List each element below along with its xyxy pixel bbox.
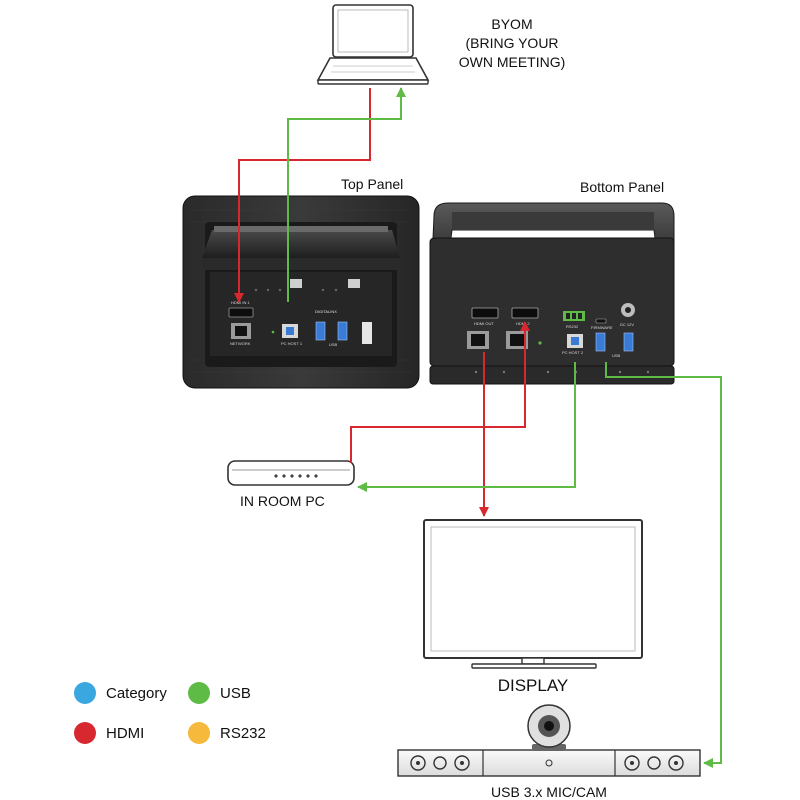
svg-text:HDMI 2: HDMI 2 xyxy=(516,321,530,326)
pc-host-2-port: PC HOST 2 xyxy=(562,334,584,355)
svg-text:NETWORK: NETWORK xyxy=(230,341,251,346)
svg-text:PC HOST 2: PC HOST 2 xyxy=(562,350,584,355)
svg-text:OWN MEETING): OWN MEETING) xyxy=(459,54,566,70)
legend-item-usb: USB xyxy=(188,682,251,704)
rs232-port: RS232 xyxy=(563,311,585,329)
top-panel: DIGITALINX HDMI IN 1 NETWORK PC HOST 1 U… xyxy=(182,195,420,389)
hdmi-line-laptop-to-top-panel xyxy=(234,88,371,303)
display-icon xyxy=(423,519,643,669)
bottom-panel-label: Bottom Panel xyxy=(580,179,664,195)
bottom-panel: HDMI OUT HDMI 2 RS232 PC HOST 2 FIR xyxy=(429,202,675,385)
legend-item-category: Category xyxy=(74,682,167,704)
usb-a-ports: USB xyxy=(315,321,348,347)
hdmi-out-port: HDMI OUT xyxy=(471,307,499,326)
in-room-pc-icon xyxy=(227,460,355,486)
usb-line-host-2-to-pc xyxy=(357,362,576,492)
usb-b-port: PC HOST 1 xyxy=(281,324,303,346)
svg-text:DC 12V: DC 12V xyxy=(620,322,634,327)
usb-line-to-mic-cam xyxy=(605,362,722,768)
legend-item-hdmi: HDMI xyxy=(74,722,144,744)
svg-text:HDMI IN 1: HDMI IN 1 xyxy=(231,300,250,305)
svg-text:RS232: RS232 xyxy=(566,324,579,329)
svg-text:BYOM: BYOM xyxy=(491,16,532,32)
rs232-dot-icon xyxy=(188,722,210,744)
byom-label: BYOM (BRING YOUR OWN MEETING) xyxy=(459,16,566,70)
hdmi-line-pc-to-hdmi-2 xyxy=(350,321,530,463)
svg-text:USB: USB xyxy=(329,342,338,347)
usb-dot-icon xyxy=(188,682,210,704)
svg-text:HDMI OUT: HDMI OUT xyxy=(474,321,494,326)
top-panel-label: Top Panel xyxy=(341,176,403,192)
legend-item-rs232: RS232 xyxy=(188,722,266,744)
legend: Category USB HDMI RS232 xyxy=(74,682,304,752)
in-room-pc-label: IN ROOM PC xyxy=(240,493,325,509)
hdmi-in-1-port: HDMI IN 1 xyxy=(228,300,254,318)
bottom-usb-a-ports: USB xyxy=(595,332,634,358)
usb-line-top-panel-to-laptop xyxy=(287,87,406,302)
hdmi-dot-icon xyxy=(74,722,96,744)
legend-label: Category xyxy=(106,684,167,702)
dc-power-jack: DC 12V xyxy=(620,303,635,327)
brand-label: DIGITALINX xyxy=(315,309,337,314)
mic-cam-label: USB 3.x MIC/CAM xyxy=(491,784,607,800)
legend-label: RS232 xyxy=(220,724,266,742)
mic-cam-bar-icon xyxy=(397,704,701,777)
display-label: DISPLAY xyxy=(498,676,569,695)
svg-text:(BRING YOUR: (BRING YOUR xyxy=(465,35,558,51)
svg-text:USB: USB xyxy=(612,353,621,358)
legend-label: USB xyxy=(220,684,251,702)
network-port: NETWORK xyxy=(230,323,251,346)
category-dot-icon xyxy=(74,682,96,704)
laptop-icon xyxy=(316,4,430,85)
svg-text:FIRMWARE: FIRMWARE xyxy=(591,325,613,330)
svg-text:PC HOST 1: PC HOST 1 xyxy=(281,341,303,346)
firmware-port: FIRMWARE xyxy=(591,318,613,330)
legend-label: HDMI xyxy=(106,724,145,742)
